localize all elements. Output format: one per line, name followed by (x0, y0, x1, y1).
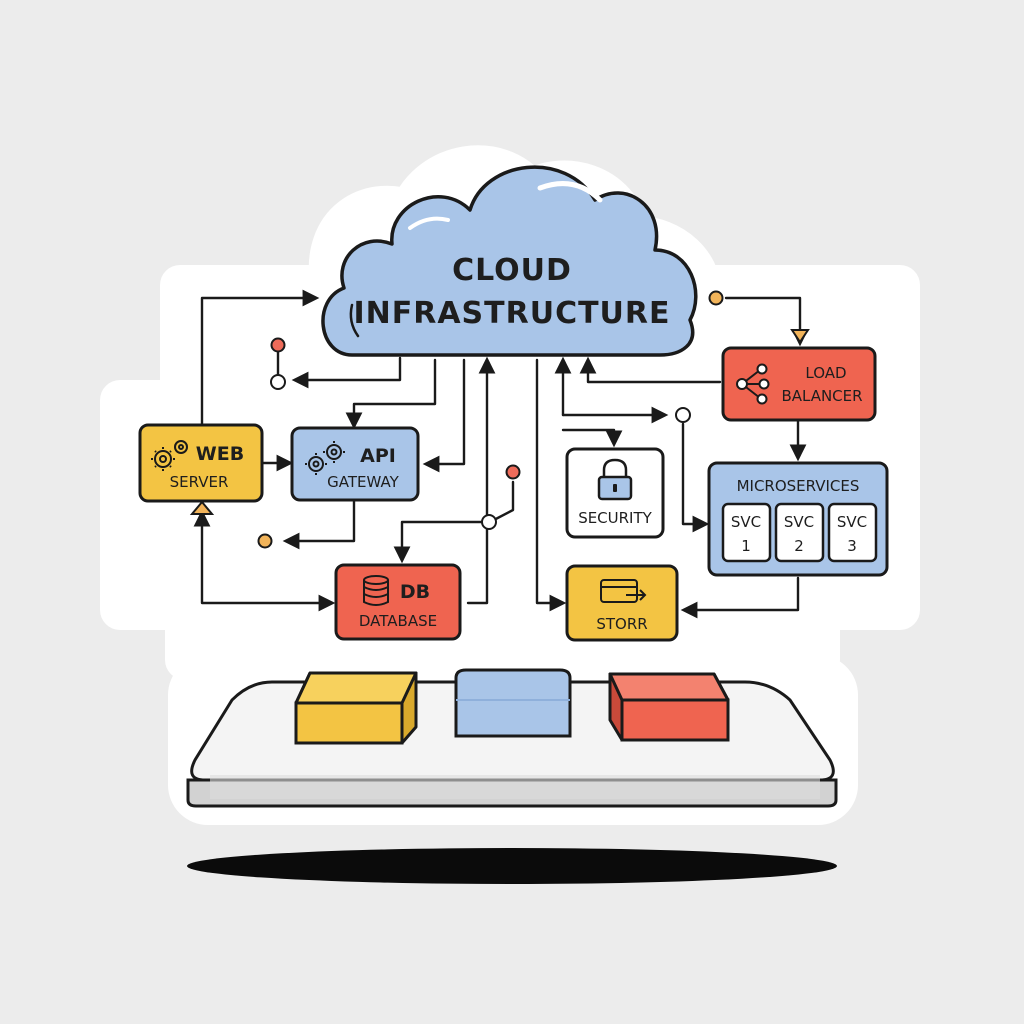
cloud-title-line2: INFRASTRUCTURE (353, 296, 670, 331)
connections (193, 289, 809, 619)
security-node[interactable]: SECURITY (565, 447, 665, 539)
service-card-top: SVC (731, 513, 761, 531)
service-card-bottom: 3 (847, 537, 857, 555)
database-node[interactable]: DB DATABASE (334, 563, 462, 641)
connector-dot (708, 290, 724, 306)
microservices-node[interactable]: MICROSERVICES SVC 1 SVC 2 SVC 3 (707, 461, 889, 577)
api-gateway-label-line1: API (360, 445, 396, 467)
connector-dot (481, 514, 497, 530)
web-server-label-line1: WEB (196, 443, 244, 465)
service-card-bottom: 2 (794, 537, 804, 555)
database-label-line1: DB (400, 581, 430, 603)
storage-icon (600, 579, 647, 603)
connector-dot (270, 374, 286, 390)
platform-block-yellow (294, 671, 418, 745)
database-label-line2: DATABASE (359, 612, 437, 630)
service-card-1[interactable]: SVC 1 (721, 502, 772, 563)
platform-block-blue (454, 668, 572, 738)
cloud-node[interactable]: CLOUD INFRASTRUCTURE (321, 165, 698, 357)
api-gateway-label-line2: GATEWAY (327, 473, 399, 491)
connector-dot (675, 407, 691, 423)
gears-icon (305, 441, 345, 475)
connector-arrow (189, 500, 215, 515)
platform-block-red (608, 672, 730, 742)
web-server-label-line2: SERVER (170, 473, 229, 491)
load-balancer-label-line2: BALANCER (781, 387, 862, 405)
service-card-top: SVC (837, 513, 867, 531)
connector-dot (270, 337, 286, 353)
load-balancer-node[interactable]: LOAD BALANCER (721, 346, 877, 422)
gears-icon (151, 440, 188, 471)
connector-dot (505, 464, 521, 480)
cloud-title-line1: CLOUD (452, 253, 572, 288)
service-card-top: SVC (784, 513, 814, 531)
service-card-bottom: 1 (741, 537, 751, 555)
service-card-3[interactable]: SVC 3 (827, 502, 878, 563)
network-icon (736, 363, 770, 405)
security-label: SECURITY (578, 509, 652, 527)
connector-dot (257, 533, 273, 549)
database-icon (363, 575, 389, 606)
connector-dots (189, 290, 810, 549)
api-gateway-node[interactable]: API GATEWAY (290, 426, 420, 502)
storage-node[interactable]: STORR (565, 564, 679, 642)
load-balancer-label-line1: LOAD (805, 364, 846, 382)
connector-arrow (790, 329, 810, 344)
service-card-2[interactable]: SVC 2 (774, 502, 825, 563)
storage-label: STORR (596, 615, 647, 633)
ground-shadow (187, 848, 837, 884)
lock-icon (597, 458, 633, 501)
microservices-title: MICROSERVICES (737, 477, 860, 495)
web-server-node[interactable]: WEB SERVER (138, 423, 264, 503)
